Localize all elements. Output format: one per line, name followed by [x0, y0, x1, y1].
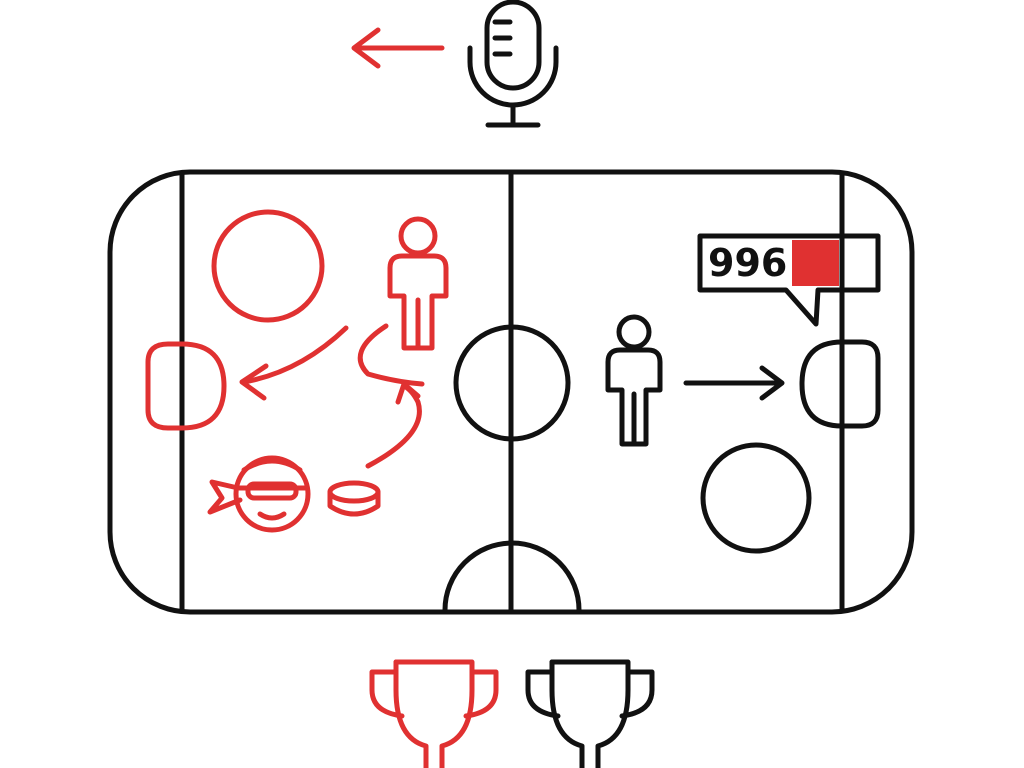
straight-arrow-icon: [683, 365, 785, 401]
player-icon: [387, 216, 449, 351]
left-zone-play: [145, 209, 449, 533]
trophy-icon-black: [525, 659, 655, 768]
masked-player-icon: [207, 455, 311, 533]
faceoff-circle-icon: [700, 442, 812, 554]
player-icon: [605, 314, 663, 447]
bottom-center-arc: [442, 540, 582, 613]
faceoff-circle-icon: [211, 209, 325, 323]
scoreboard-callout-icon: 996: [697, 233, 881, 327]
curved-arrow-icon: [239, 323, 425, 469]
score-value: 996: [708, 241, 787, 285]
microphone-icon: [467, 0, 559, 128]
puck-icon: [327, 480, 381, 517]
trophy-icon-red: [369, 659, 499, 768]
right-goal-crease-icon: [799, 339, 881, 429]
goal-crease-icon: [145, 341, 227, 431]
score-meter-fill: [792, 240, 839, 286]
center-faceoff-circle: [453, 324, 571, 442]
right-zone-play: 996: [605, 233, 881, 554]
rink: [107, 169, 915, 615]
arrow-left-icon: [351, 27, 445, 69]
